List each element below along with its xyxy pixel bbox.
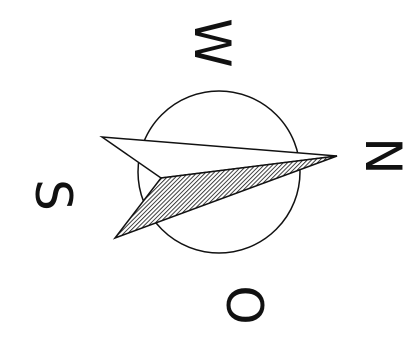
direction-letter-top: W: [183, 18, 241, 67]
needle-dark-half: [112, 155, 338, 240]
direction-letter-right: N: [354, 137, 412, 174]
direction-letter-bottom: O: [215, 285, 273, 324]
direction-letter-left: S: [24, 179, 82, 211]
